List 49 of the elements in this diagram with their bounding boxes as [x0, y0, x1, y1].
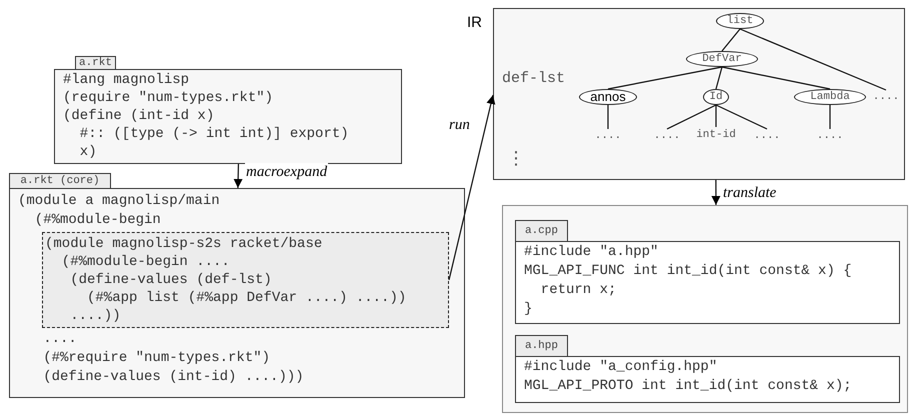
ellipsis: ⋮: [507, 150, 525, 168]
output-panel: [502, 205, 908, 413]
code-line: x): [78, 143, 97, 161]
tree-leaf-label: ....: [597, 129, 619, 143]
tree-branch-line: [716, 104, 768, 130]
code-line: (#%module-begin ....: [60, 253, 230, 271]
code-line: (#%module-begin: [34, 211, 161, 230]
tree-branch-line: [722, 66, 830, 90]
tree-branch-line: [715, 66, 723, 90]
tree-branch-line: [740, 28, 886, 91]
file-tab: a.hpp: [515, 335, 568, 356]
tree-branch-line: [608, 66, 722, 90]
tree-leaf-label: ....: [656, 129, 678, 143]
code-line: (define-values (def-lst): [69, 271, 272, 289]
code-line: (#%require "num-types.rkt"): [42, 349, 270, 368]
code-line: return x;: [540, 281, 616, 300]
code-line: #include "a.hpp": [524, 243, 658, 262]
tree-leaf-label: int-id: [691, 127, 741, 143]
code-line: }: [524, 300, 532, 319]
file-tab: a.cpp: [515, 220, 568, 241]
tree-branch-line: [715, 105, 717, 127]
dashed-region: [42, 232, 449, 328]
code-line: (define-values (int-id) ....))): [42, 368, 304, 387]
code-line: #include "a_config.hpp": [524, 358, 718, 377]
code-line: ....: [42, 330, 77, 349]
tree-leaf-label: ....: [819, 129, 841, 143]
file-tab: a.rkt (core): [9, 173, 111, 188]
code-line: MGL_API_PROTO int int_id(int const& x);: [524, 377, 852, 396]
code-line: #lang magnolisp: [63, 71, 190, 89]
arrow: [234, 164, 243, 188]
code-line: (#%app list (#%app DefVar ....) ....)): [86, 289, 406, 307]
code-line: #:: ([type (-> int int)] export): [78, 125, 349, 143]
code-line: ....)): [69, 307, 121, 325]
tree-branch-line: [666, 104, 716, 130]
tree-label: def-lst: [502, 69, 566, 89]
code-line: MGL_API_FUNC int int_id(int const& x) {: [524, 262, 852, 281]
tree-leaf-label: ....: [756, 129, 778, 143]
tree-leaf-label: ....: [875, 90, 897, 104]
arrow: [711, 180, 720, 205]
edge-label: macroexpand: [245, 163, 328, 181]
tree-branch-line: [722, 28, 740, 52]
code-line: (define (int-id x): [63, 107, 214, 125]
tree-branch-line: [607, 105, 609, 129]
code-line: (require "num-types.rkt"): [63, 89, 274, 107]
code-line: (module a magnolisp/main: [18, 192, 220, 211]
tree-branch-line: [829, 105, 831, 129]
panel-title: IR: [467, 13, 482, 33]
file-tab: a.rkt: [75, 56, 116, 69]
code-line: (module magnolisp-s2s racket/base: [45, 235, 322, 253]
